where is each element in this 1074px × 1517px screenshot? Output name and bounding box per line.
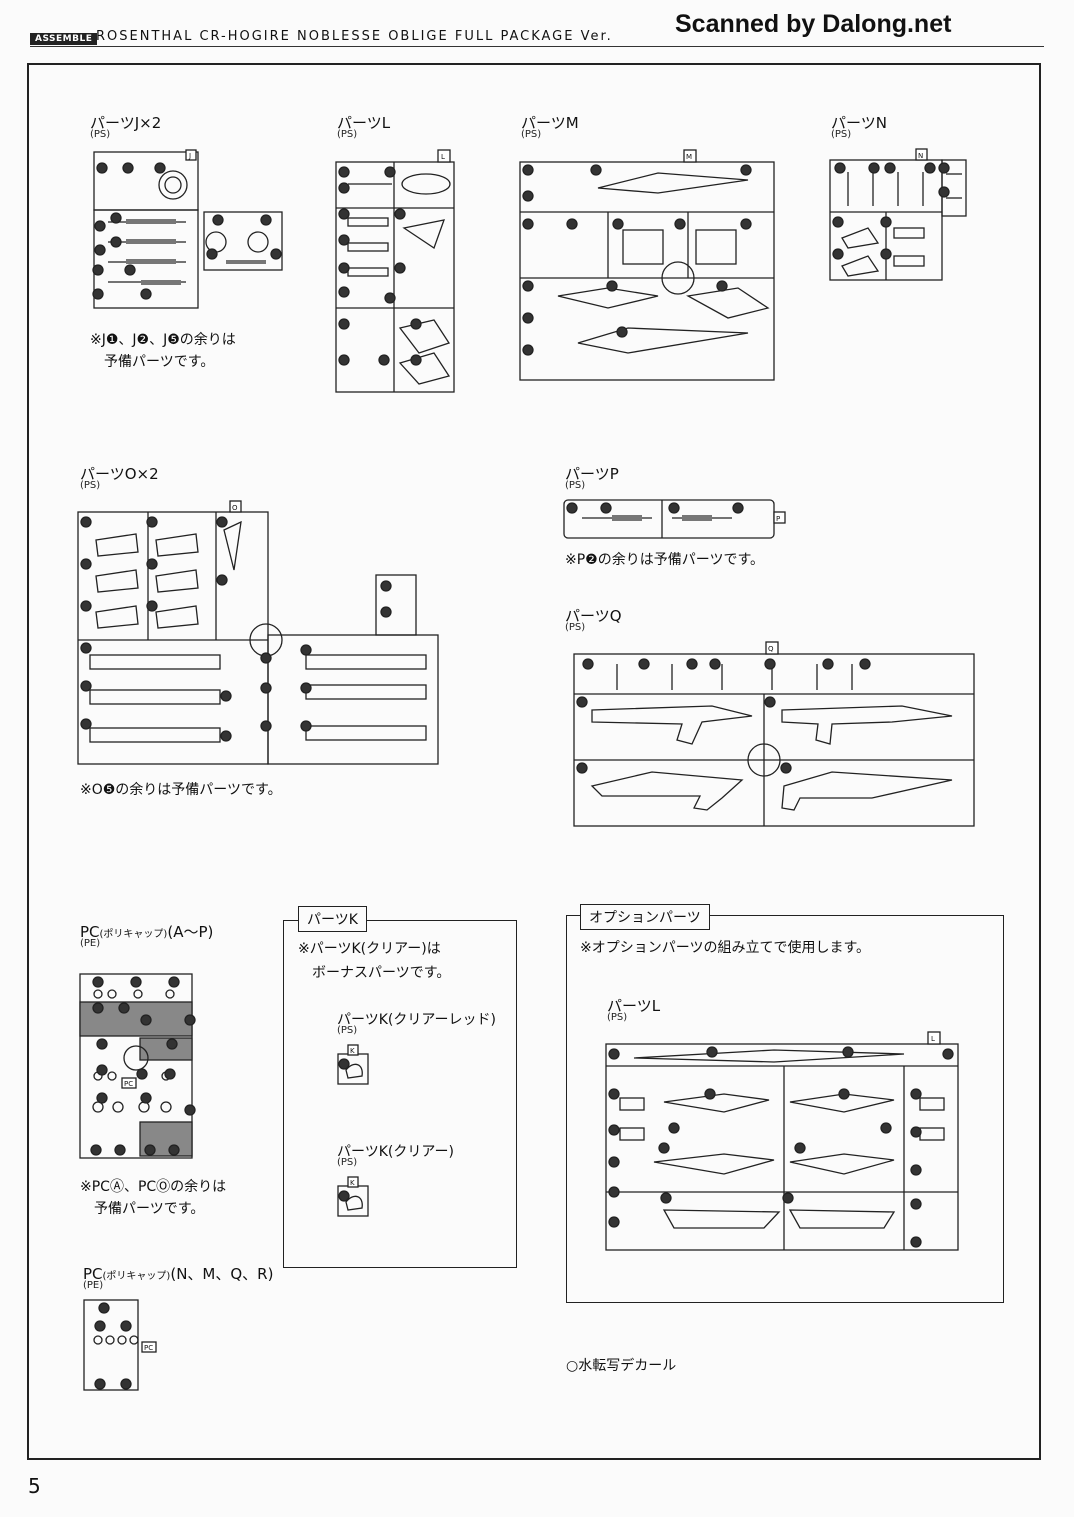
k-box-note-line2: ボーナスパーツです。 — [312, 965, 451, 981]
sprue-k1-diagram: K — [337, 1044, 369, 1085]
sprue-p-diagram: P — [563, 499, 786, 539]
sprue-pc1-diagram: PC — [79, 973, 196, 1159]
sprue-option-l-letter: L — [931, 1035, 935, 1043]
option-part-material: (PS) — [607, 1012, 628, 1023]
option-box — [566, 915, 1004, 1303]
sprue-option-l-diagram: L — [605, 1031, 959, 1251]
part-m-label: パーツM — [521, 114, 579, 132]
part-pc2-label-main: PC — [83, 1265, 103, 1283]
k-box-note-line1: ※パーツK(クリアー)は — [298, 941, 441, 957]
sprue-m-letter: M — [686, 153, 692, 161]
k-box — [283, 920, 517, 1268]
sprue-p-letter: P — [776, 515, 780, 523]
part-m-material: (PS) — [521, 129, 542, 140]
part-pc2-label-range: (N、M、Q、R) — [170, 1265, 274, 1283]
sprue-n-diagram: N — [829, 148, 967, 281]
sprue-j-diagram: J — [92, 149, 283, 309]
sprue-k1-letter: K — [350, 1047, 355, 1055]
part-pc1-label-small: (ポリキャップ) — [99, 929, 168, 940]
sprue-pc2-letter: PC — [144, 1344, 153, 1352]
part-j-label: パーツJ×2 — [90, 114, 162, 132]
part-n-label: パーツN — [831, 114, 887, 132]
sprue-o-diagram: O — [77, 500, 439, 765]
sprue-k2-letter: K — [350, 1179, 355, 1187]
part-p-label: パーツP — [565, 465, 619, 483]
watermark: Scanned by Dalong.net — [675, 10, 952, 38]
k-part2-label: パーツK(クリアー) — [337, 1144, 454, 1160]
header-rule — [30, 46, 1044, 47]
note-p: ※P❷の余りは予備パーツです。 — [565, 552, 765, 568]
part-pc1-label-main: PC — [80, 923, 100, 941]
note-j-line2: 予備パーツです。 — [104, 354, 215, 370]
part-pc2-label-small: (ポリキャップ) — [102, 1271, 171, 1282]
sprue-m-diagram: M — [519, 149, 775, 381]
page-number: 5 — [28, 1474, 41, 1498]
part-pc1-label: PC(ポリキャップ)(A〜P) — [80, 921, 213, 942]
part-o-label: パーツO×2 — [80, 465, 159, 483]
header-tag: ASSEMBLE — [30, 33, 98, 45]
option-box-note: ※オプションパーツの組み立てで使用します。 — [580, 940, 871, 956]
k-part1-material: (PS) — [337, 1025, 358, 1036]
sprue-q-diagram: Q — [573, 641, 975, 827]
sprue-k2-diagram: K — [337, 1176, 369, 1217]
part-pc2-label: PC(ポリキャップ)(N、M、Q、R) — [83, 1263, 273, 1284]
part-q-label: パーツQ — [565, 607, 622, 625]
k-box-title: パーツK — [298, 906, 367, 932]
note-pc-line2: 予備パーツです。 — [94, 1201, 205, 1217]
k-part2-material: (PS) — [337, 1157, 358, 1168]
sprue-n-letter: N — [918, 152, 923, 160]
part-n-material: (PS) — [831, 129, 852, 140]
note-pc-line1: ※PCⒶ、PCⓄの余りは — [80, 1179, 227, 1195]
part-q-material: (PS) — [565, 622, 586, 633]
part-o-material: (PS) — [80, 480, 101, 491]
sprue-q-letter: Q — [768, 645, 774, 653]
note-o: ※O❺の余りは予備パーツです。 — [80, 782, 282, 798]
part-l-label: パーツL — [337, 114, 391, 132]
sprue-pc2-diagram: PC — [83, 1299, 157, 1391]
header-title: ROSENTHAL CR-HOGIRE NOBLESSE OBLIGE FULL… — [96, 29, 613, 44]
part-pc2-material: (PE) — [83, 1280, 104, 1291]
k-part1-label: パーツK(クリアーレッド) — [337, 1012, 496, 1028]
note-j-line1: ※J❶、J❷、J❺の余りは — [90, 332, 236, 348]
sprue-l-diagram: L — [335, 149, 455, 393]
content-frame — [27, 63, 1041, 1460]
option-box-title: オプションパーツ — [580, 904, 710, 930]
sprue-o-letter: O — [232, 504, 238, 512]
part-j-material: (PS) — [90, 129, 111, 140]
part-pc1-material: (PE) — [80, 938, 101, 949]
decal-label: ○水転写デカール — [566, 1358, 677, 1374]
part-pc1-label-range: (A〜P) — [167, 923, 214, 941]
sprue-l-letter: L — [441, 153, 445, 161]
option-part-label: パーツL — [607, 997, 661, 1015]
part-p-material: (PS) — [565, 480, 586, 491]
sprue-j-letter: J — [188, 152, 191, 160]
part-l-material: (PS) — [337, 129, 358, 140]
sprue-pc1-letter: PC — [124, 1080, 133, 1088]
